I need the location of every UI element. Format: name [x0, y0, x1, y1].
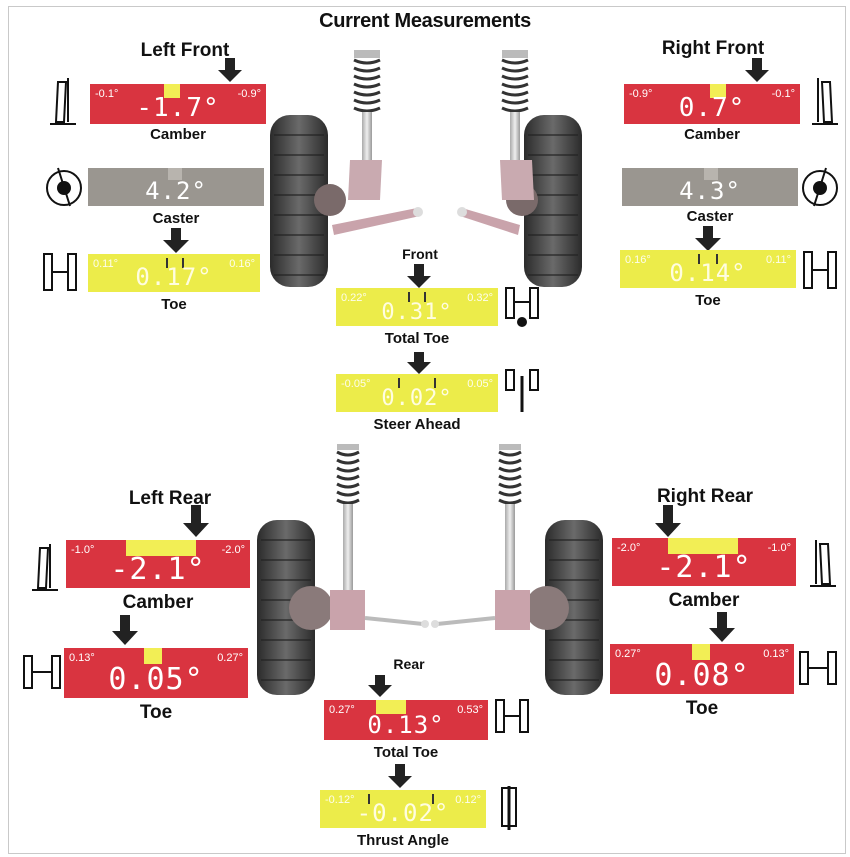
left-front-toe-gauge: 0.11° 0.16° 0.17°	[88, 254, 260, 292]
right-front-toe-icon	[803, 251, 837, 289]
left-rear-toe-min: 0.13°	[69, 652, 95, 664]
right-front-toe-max: 0.11°	[766, 254, 791, 266]
left-front-camber-value: -1.7°	[136, 93, 220, 123]
thrust-angle-value: -0.02°	[356, 799, 450, 827]
left-front-camber-label: Camber	[150, 126, 206, 143]
front-suspension-illustration	[270, 50, 582, 287]
rear-total-toe-value: 0.13°	[367, 711, 445, 739]
right-front-heading: Right Front	[661, 38, 765, 59]
page-title: Current Measurements	[319, 10, 531, 32]
left-front-toe-max: 0.16°	[229, 258, 255, 270]
left-rear-camber-icon	[32, 544, 58, 591]
left-rear-toe-gauge: 0.13° 0.27° 0.05°	[64, 648, 248, 698]
screen-frame	[8, 6, 846, 854]
right-front-camber-gauge: -0.9° -0.1° 0.7°	[624, 84, 800, 124]
right-rear-heading: Right Rear	[656, 486, 754, 507]
right-rear-toe-gauge: 0.27° 0.13° 0.08°	[610, 644, 794, 694]
front-total-toe-label: Total Toe	[384, 330, 450, 347]
right-rear-toe-icon	[799, 651, 837, 685]
rear-total-toe-label: Total Toe	[373, 744, 439, 761]
thrust-angle-icon	[501, 786, 517, 830]
front-total-toe-icon	[505, 287, 539, 327]
right-front-toe-min: 0.16°	[625, 254, 651, 266]
rear-total-toe-max: 0.53°	[457, 704, 483, 716]
left-front-camber-gauge: -0.1° -0.9° -1.7°	[90, 84, 266, 124]
right-rear-toe-max: 0.13°	[763, 648, 789, 660]
left-front-toe-icon	[43, 253, 77, 291]
left-front-toe-min: 0.11°	[93, 258, 118, 270]
right-rear-camber-label: Camber	[668, 590, 740, 611]
left-front-toe-value: 0.17°	[135, 263, 213, 291]
right-rear-toe-value: 0.08°	[654, 658, 750, 693]
left-rear-camber-gauge: -1.0° -2.0° -2.1°	[66, 540, 250, 588]
rear-section-label: Rear	[393, 656, 425, 672]
left-rear-camber-value: -2.1°	[110, 552, 206, 587]
left-front-caster-value: 4.2°	[145, 177, 207, 205]
left-rear-toe-icon	[23, 655, 61, 689]
left-front-camber-min: -0.1°	[95, 88, 119, 100]
front-section-label: Front	[402, 246, 438, 262]
right-rear-camber-icon	[810, 540, 836, 587]
right-front-camber-icon	[812, 78, 838, 125]
right-rear-toe-min: 0.27°	[615, 648, 641, 660]
thrust-angle-min: -0.12°	[325, 794, 355, 806]
steer-ahead-max: 0.05°	[467, 378, 493, 390]
left-rear-heading: Left Rear	[128, 488, 212, 509]
left-front-camber-max: -0.9°	[237, 88, 261, 100]
left-front-camber-icon	[50, 78, 76, 125]
left-rear-toe-value: 0.05°	[108, 662, 204, 697]
front-total-toe-value: 0.31°	[381, 300, 453, 325]
left-front-caster-label: Caster	[152, 210, 200, 227]
right-rear-camber-max: -1.0°	[767, 542, 791, 554]
right-front-camber-value: 0.7°	[678, 93, 746, 123]
front-total-toe-gauge: 0.22° 0.32° 0.31°	[336, 288, 498, 326]
right-rear-camber-min: -2.0°	[617, 542, 641, 554]
right-front-camber-label: Camber	[684, 126, 740, 143]
right-front-camber-max: -0.1°	[771, 88, 795, 100]
right-rear-toe-label: Toe	[685, 698, 719, 719]
left-front-caster-icon	[46, 167, 82, 207]
steer-ahead-value: 0.02°	[381, 386, 453, 411]
front-total-toe-max: 0.32°	[467, 292, 493, 304]
rear-total-toe-min: 0.27°	[329, 704, 355, 716]
right-front-caster-icon	[802, 167, 838, 207]
rear-suspension-illustration	[257, 444, 603, 695]
right-front-toe-gauge: 0.16° 0.11° 0.14°	[620, 250, 796, 288]
right-rear-camber-value: -2.1°	[656, 550, 752, 585]
thrust-angle-gauge: -0.12° 0.12° -0.02°	[320, 790, 486, 828]
left-rear-camber-min: -1.0°	[71, 544, 95, 556]
steer-ahead-min: -0.05°	[341, 378, 371, 390]
right-front-camber-min: -0.9°	[629, 88, 653, 100]
left-front-heading: Left Front	[140, 40, 230, 61]
left-rear-toe-max: 0.27°	[217, 652, 243, 664]
left-rear-camber-label: Camber	[122, 592, 194, 613]
steer-ahead-label: Steer Ahead	[373, 416, 461, 433]
rear-total-toe-icon	[495, 699, 529, 733]
front-total-toe-min: 0.22°	[341, 292, 367, 304]
left-front-caster-gauge: 4.2°	[88, 168, 264, 206]
right-front-caster-value: 4.3°	[679, 177, 741, 205]
left-rear-camber-max: -2.0°	[221, 544, 245, 556]
rear-total-toe-gauge: 0.27° 0.53° 0.13°	[324, 700, 488, 740]
right-front-caster-label: Caster	[686, 208, 734, 225]
steer-ahead-gauge: -0.05° 0.05° 0.02°	[336, 374, 498, 412]
right-front-toe-label: Toe	[695, 292, 721, 309]
right-rear-camber-gauge: -2.0° -1.0° -2.1°	[612, 538, 796, 586]
right-front-toe-value: 0.14°	[669, 259, 747, 287]
left-rear-toe-label: Toe	[139, 702, 173, 723]
right-front-caster-gauge: 4.3°	[622, 168, 798, 206]
thrust-angle-max: 0.12°	[455, 794, 481, 806]
left-front-toe-label: Toe	[161, 296, 187, 313]
steer-ahead-icon	[505, 369, 539, 412]
thrust-angle-label: Thrust Angle	[357, 832, 449, 849]
